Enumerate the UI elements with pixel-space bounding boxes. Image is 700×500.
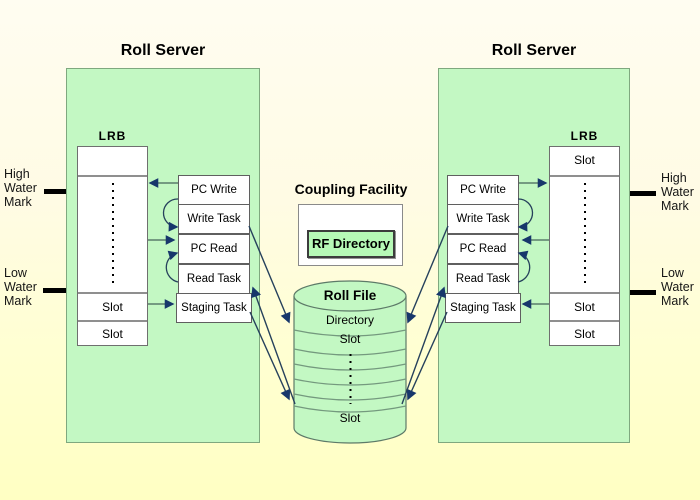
lrb-top-slot-cell-right: Slot	[574, 153, 595, 167]
rf-directory-box: RF Directory	[307, 230, 395, 258]
lrb-dots-left	[111, 183, 114, 288]
lrb-dots-right	[583, 183, 586, 288]
roll-file-directory-row: Directory	[325, 313, 374, 327]
task-pc-write-right: PC Write	[447, 175, 519, 205]
task-pc-read-right: PC Read	[447, 234, 519, 264]
lrb-slot-cell-left: Slot	[78, 320, 147, 347]
lrb-slot-cell-left: Slot	[78, 292, 147, 320]
cylinder-separator-arc	[293, 363, 407, 371]
low-water-mark-tick-right	[630, 290, 656, 295]
high-water-mark-tick-right	[630, 191, 656, 196]
task-staging-task-left: Staging Task	[176, 293, 252, 323]
roll-server-title-right: Roll Server	[491, 42, 577, 59]
high-water-mark-tick-left	[44, 189, 66, 194]
task-read-task-left: Read Task	[178, 264, 250, 294]
low-water-mark-label-left: Low Water Mark	[4, 266, 37, 308]
coupling-facility-title: Coupling Facility	[294, 181, 408, 197]
roll-file-slot-row: Slot	[339, 332, 361, 346]
roll-file-slot-row: Slot	[339, 411, 361, 425]
lrb-box-left: Slot Slot	[77, 146, 148, 346]
lrb-buffer-cell-right	[550, 175, 619, 292]
task-write-task-left: Write Task	[178, 204, 250, 234]
cylinder-separator-arc	[293, 348, 407, 356]
lrb-slot-cell-right: Slot	[550, 292, 619, 320]
task-write-task-right: Write Task	[447, 204, 519, 234]
cylinder-separator-arc	[293, 378, 407, 386]
roll-file-title: Roll File	[323, 288, 377, 303]
lrb-label-left: LRB	[98, 129, 127, 143]
lrb-top-cell-left	[78, 147, 147, 175]
lrb-box-right: Slot Slot Slot	[549, 146, 620, 346]
cylinder-separator-arc	[293, 393, 407, 401]
lrb-label-right: LRB	[570, 129, 599, 143]
task-pc-read-left: PC Read	[178, 234, 250, 264]
lrb-buffer-cell-left	[78, 175, 147, 292]
lrb-slot-cell-right: Slot	[550, 320, 619, 347]
task-staging-task-right: Staging Task	[445, 293, 521, 323]
high-water-mark-label-right: High Water Mark	[661, 171, 694, 213]
task-pc-write-left: PC Write	[178, 175, 250, 205]
task-read-task-right: Read Task	[447, 264, 519, 294]
low-water-mark-label-right: Low Water Mark	[661, 266, 694, 308]
roll-server-title-left: Roll Server	[120, 42, 206, 59]
high-water-mark-label-left: High Water Mark	[4, 167, 37, 209]
low-water-mark-tick-left	[43, 288, 66, 293]
